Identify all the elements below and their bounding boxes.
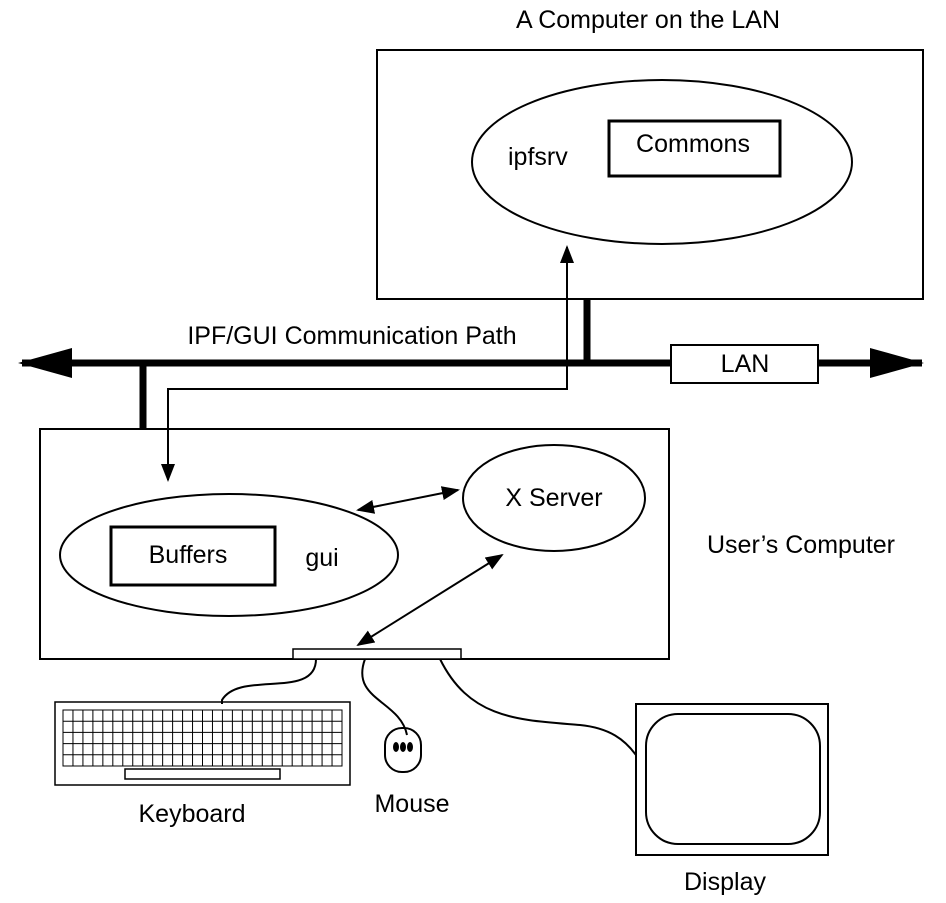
mouse-cable bbox=[361, 658, 408, 736]
lan-label: LAN bbox=[721, 350, 770, 378]
remote-computer-title: A Computer on the LAN bbox=[516, 6, 780, 34]
user-computer-box bbox=[39, 428, 670, 660]
buffers-box bbox=[109, 525, 277, 587]
lan-right-arrow-icon bbox=[870, 348, 924, 378]
ipfsrv-label: ipfsrv bbox=[508, 143, 568, 171]
ipfsrv-process-ellipse bbox=[471, 79, 853, 245]
communication-path-label: IPF/GUI Communication Path bbox=[187, 322, 516, 350]
display-label: Display bbox=[684, 868, 766, 896]
commons-box bbox=[607, 119, 782, 178]
xserver-label: X Server bbox=[505, 484, 602, 512]
gui-label: gui bbox=[305, 544, 338, 572]
display-icon bbox=[635, 703, 829, 856]
xserver-io-arrow bbox=[356, 553, 504, 647]
display-cable bbox=[439, 658, 637, 756]
user-computer-title: User’s Computer bbox=[707, 531, 895, 559]
keyboard-keys bbox=[62, 709, 343, 767]
lan-left-arrow-icon bbox=[18, 348, 72, 378]
io-port-bar bbox=[292, 648, 462, 660]
remote-computer-box bbox=[376, 49, 924, 300]
mouse-label: Mouse bbox=[374, 790, 449, 818]
mouse-icon bbox=[384, 727, 422, 773]
keyboard-label: Keyboard bbox=[138, 800, 245, 828]
communication-path-line bbox=[161, 245, 574, 482]
keyboard-cable bbox=[221, 658, 317, 704]
spacebar bbox=[124, 768, 281, 780]
commons-label: Commons bbox=[636, 130, 750, 158]
lan-label-box bbox=[670, 344, 819, 384]
keyboard-icon bbox=[54, 701, 351, 786]
gui-xserver-arrow bbox=[356, 486, 460, 514]
buffers-label: Buffers bbox=[149, 541, 228, 569]
xserver-ellipse bbox=[462, 444, 646, 552]
